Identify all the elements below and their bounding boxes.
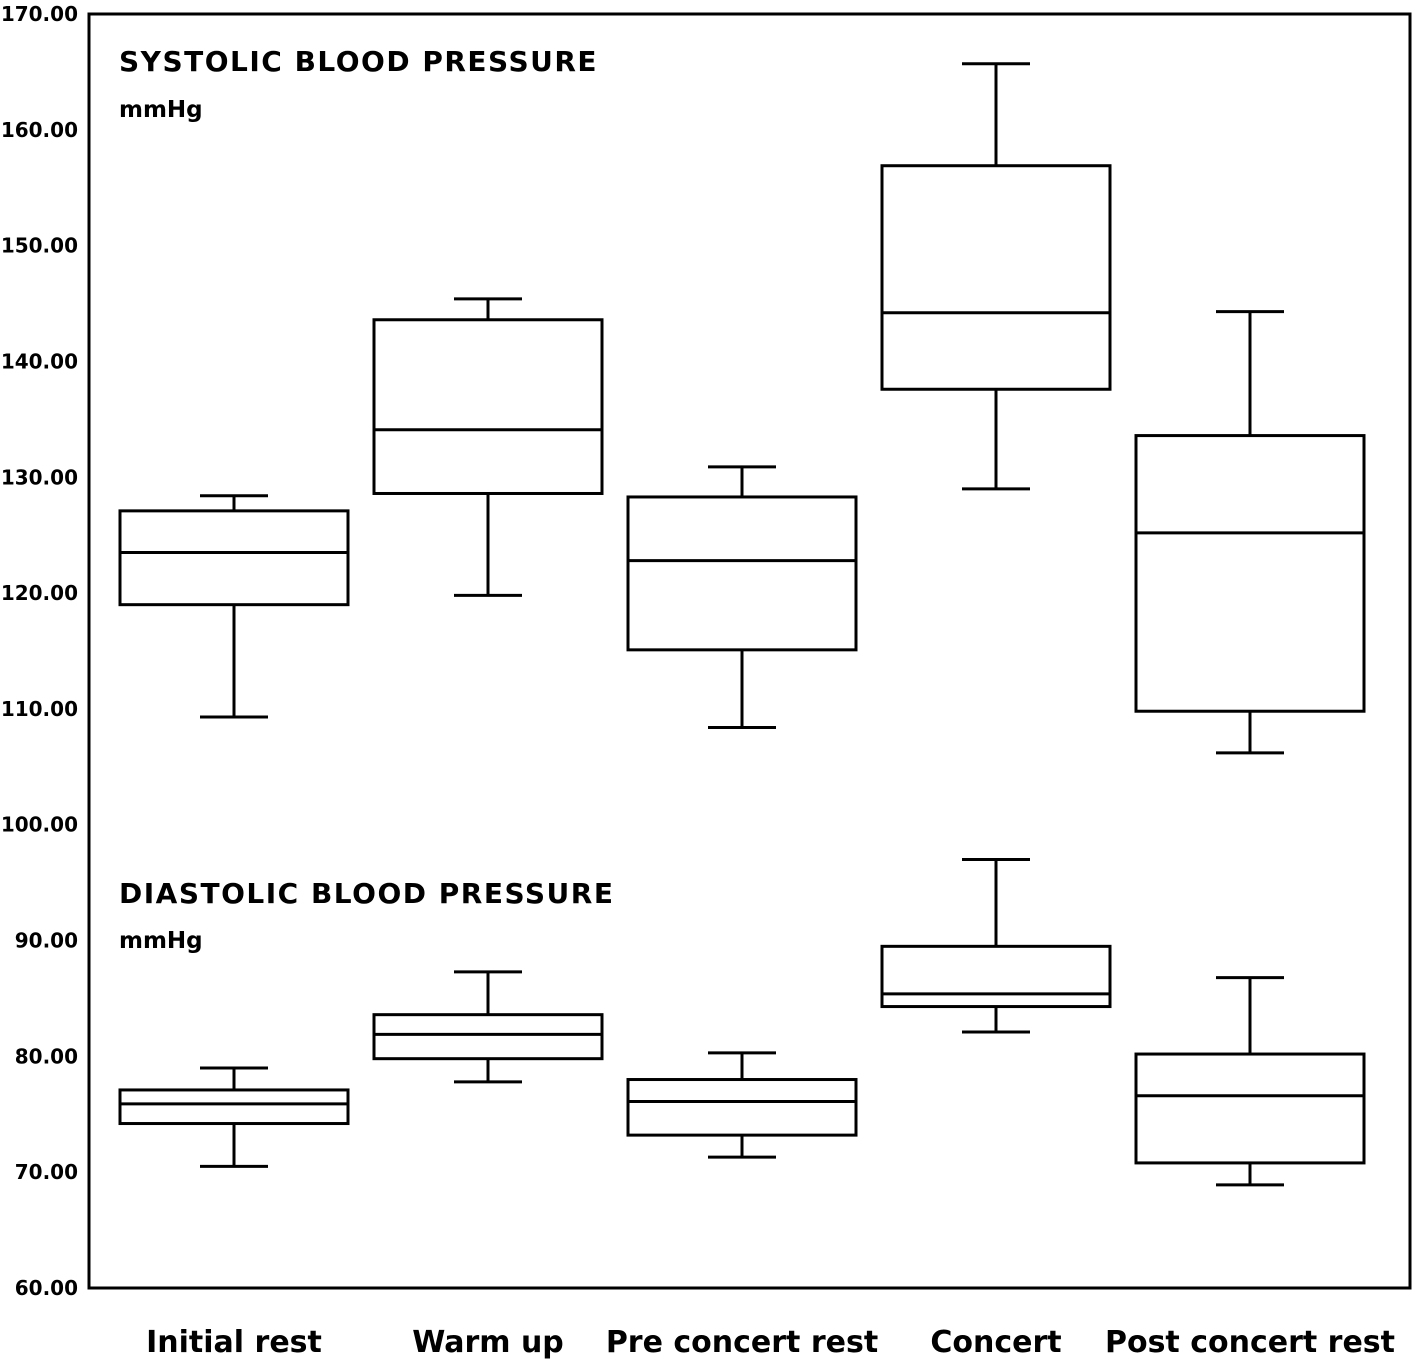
iqr-box — [372, 318, 604, 495]
iqr-box — [1134, 434, 1366, 713]
y-tick-label: 140.00 — [1, 349, 78, 373]
plot-frame — [87, 12, 1412, 1290]
systolic-title: SYSTOLIC BLOOD PRESSURE — [119, 45, 598, 78]
iqr-box — [880, 944, 1112, 1009]
y-tick-label: 160.00 — [1, 118, 78, 142]
y-tick-label: 90.00 — [15, 929, 78, 953]
diastolic-unit: mmHg — [119, 928, 203, 954]
x-category-label: Warm up — [412, 1325, 564, 1360]
y-tick-label: 110.00 — [1, 697, 78, 721]
box-group — [880, 62, 1112, 491]
box-group — [626, 1051, 858, 1159]
y-tick-label: 70.00 — [15, 1160, 78, 1184]
x-category-label: Post concert rest — [1105, 1325, 1395, 1360]
iqr-box — [118, 1088, 350, 1126]
systolic-unit: mmHg — [119, 97, 203, 123]
box-group — [1134, 976, 1366, 1187]
y-tick-label: 120.00 — [1, 581, 78, 605]
x-axis: Initial rest Warm up Pre concert rest Conce… — [146, 1325, 1395, 1360]
iqr-box — [626, 1078, 858, 1137]
iqr-box — [880, 164, 1112, 391]
diastolic-title: DIASTOLIC BLOOD PRESSURE — [119, 877, 614, 910]
box-group — [1134, 310, 1366, 755]
box-group — [118, 1066, 350, 1168]
iqr-box — [372, 1013, 604, 1061]
y-tick-label: 60.00 — [15, 1276, 78, 1300]
y-tick-label: 170.00 — [1, 2, 78, 26]
box-group — [626, 465, 858, 729]
iqr-box — [1134, 1052, 1366, 1165]
y-tick-label: 150.00 — [1, 234, 78, 258]
box-group — [880, 857, 1112, 1034]
x-category-label: Concert — [930, 1325, 1061, 1360]
y-tick-label: 100.00 — [1, 813, 78, 837]
box-group — [372, 297, 604, 597]
box-group — [372, 970, 604, 1084]
chart-marks — [118, 62, 1366, 1187]
x-category-label: Initial rest — [146, 1325, 322, 1360]
y-tick-label: 80.00 — [15, 1044, 78, 1068]
y-axis: 60.00 70.00 80.00 90.00 100.00 110.00 120.00 13… — [1, 2, 78, 1300]
box-group — [118, 494, 350, 719]
iqr-box — [626, 495, 858, 652]
iqr-box — [118, 509, 350, 607]
y-tick-label: 130.00 — [1, 465, 78, 489]
x-category-label: Pre concert rest — [606, 1325, 878, 1360]
